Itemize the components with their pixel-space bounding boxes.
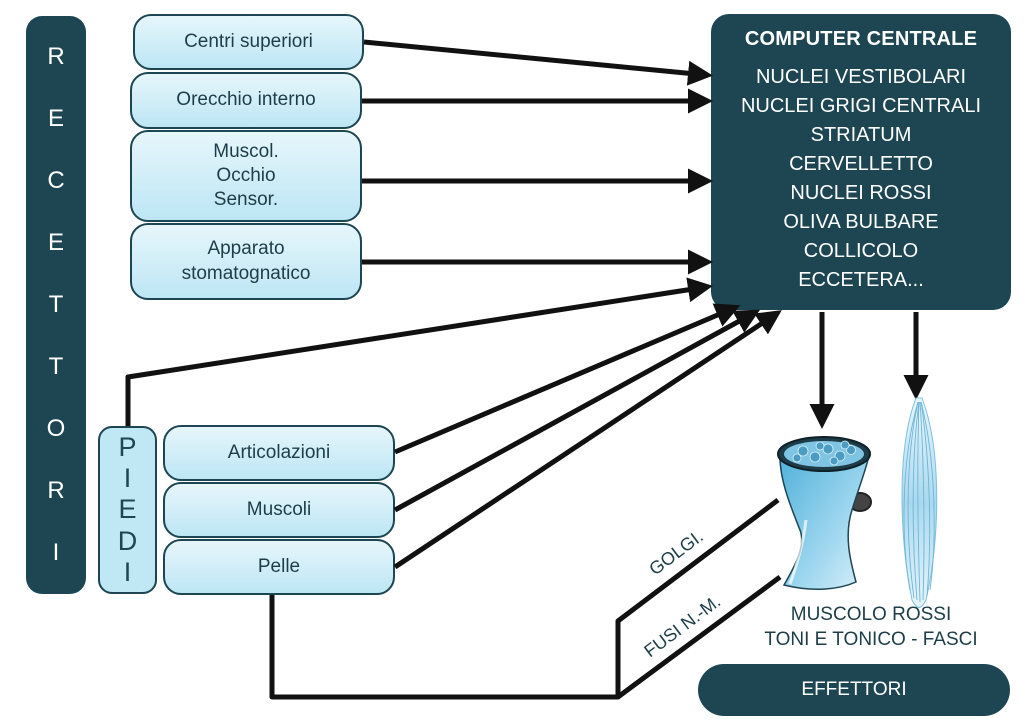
piedi-letter: P: [118, 432, 137, 463]
articolazioni-box: Articolazioni: [163, 425, 395, 481]
golgi-label: GOLGI.: [645, 526, 707, 579]
articolazioni-label: Articolazioni: [227, 441, 331, 463]
effettori-label: EFFETTORI: [801, 679, 907, 700]
recettori-letter: C: [47, 167, 65, 194]
muscle-caption-line-1: MUSCOLO ROSSI: [790, 604, 952, 625]
muscle-caption: MUSCOLO ROSSI TONI E TONICO - FASCI: [742, 603, 1000, 652]
computer-item: COLLICOLO: [803, 240, 919, 262]
pelle-box: Pelle: [163, 539, 395, 595]
recettori-letter: E: [47, 229, 64, 256]
muscle-caption-line-2: TONI E TONICO - FASCI: [764, 628, 978, 650]
fusi-line: [616, 574, 782, 700]
stomatognatico-line: stomatognatico: [181, 262, 311, 284]
sensor-line: Sensor.: [213, 189, 279, 211]
orecchio-interno-box: Orecchio interno: [130, 72, 362, 129]
computer-centrale-box: COMPUTER CENTRALE NUCLEI VESTIBOLARI NUC…: [711, 14, 1011, 310]
recettori-bar: R E C E T T O R I: [26, 16, 86, 594]
piedi-letter: E: [118, 494, 137, 525]
recettori-letter: T: [48, 353, 64, 380]
computer-item: CERVELLETTO: [789, 153, 933, 175]
recettori-letters: R E C E T T O R I: [26, 16, 86, 594]
muscle-fascicle-illustration: [901, 397, 938, 608]
centri-superiori-box: Centri superiori: [133, 14, 364, 70]
piedi-letter: D: [117, 525, 138, 556]
piedi-letters: P I E D I: [100, 428, 155, 592]
muscol-occhio-sensor-box: Muscol. Occhio Sensor.: [130, 130, 362, 222]
piedi-bar: P I E D I: [98, 426, 157, 594]
muscle-illustration: [777, 436, 872, 591]
computer-item: NUCLEI GRIGI CENTRALI: [740, 95, 982, 117]
arrow-muscoli: [393, 309, 761, 513]
computer-item: ECCETERA...: [798, 269, 924, 291]
computer-item: OLIVA BULBARE: [783, 211, 939, 233]
apparato-stomatognatico-box: Apparato stomatognatico: [130, 223, 362, 300]
computer-item: NUCLEI VESTIBOLARI: [755, 66, 967, 88]
orecchio-interno-label: Orecchio interno: [176, 89, 316, 111]
occhio-line: Occhio: [216, 164, 276, 186]
piedi-letter: I: [123, 463, 132, 494]
recettori-letter: O: [46, 415, 66, 442]
pelle-label: Pelle: [257, 555, 301, 577]
recettori-letter: R: [47, 43, 65, 70]
arrow-pelle: [393, 310, 782, 570]
recettori-letter: I: [52, 539, 60, 566]
arrow-piedi: [125, 277, 713, 426]
arrow-articolazioni: [394, 303, 741, 455]
recettori-letter: T: [48, 291, 64, 318]
effettori-box: EFFETTORI: [698, 664, 1010, 716]
muscoli-label: Muscoli: [246, 498, 312, 520]
recettori-letter: E: [47, 105, 64, 132]
computer-centrale-title: COMPUTER CENTRALE: [744, 28, 978, 50]
piedi-letter: I: [123, 556, 132, 587]
centri-superiori-label: Centri superiori: [184, 30, 313, 52]
computer-item: STRIATUM: [810, 124, 912, 146]
recettori-letter: R: [47, 477, 65, 504]
apparato-line: Apparato: [207, 238, 285, 260]
computer-item: NUCLEI ROSSI: [790, 182, 932, 204]
muscol-line: Muscol.: [213, 140, 279, 162]
muscoli-box: Muscoli: [163, 482, 395, 538]
arrow-centri: [363, 39, 713, 86]
